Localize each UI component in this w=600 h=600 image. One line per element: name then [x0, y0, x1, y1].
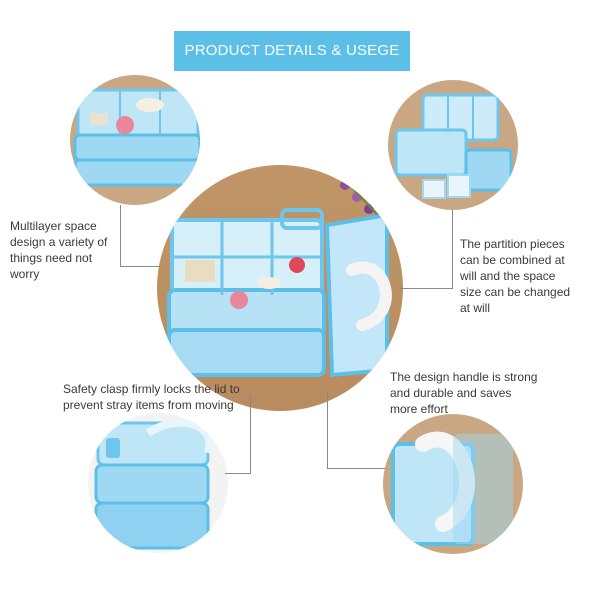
caption-line: at will [460, 301, 491, 315]
caption-line: size can be changed [460, 285, 571, 299]
connector-line-bottom-left-h [225, 473, 251, 474]
caption-line: can be combined at [460, 253, 565, 267]
caption-line: and durable and saves [390, 386, 512, 400]
circle-photo-bottom-left [88, 413, 228, 553]
circle-photo-bottom-right [383, 414, 523, 554]
banner-title: PRODUCT DETAILS & USEGE [184, 42, 400, 59]
caption-multilayer: Multilayer space design a variety of thi… [10, 218, 107, 282]
caption-line: Safety clasp firmly locks the lid to [63, 382, 240, 396]
connector-line-left [120, 205, 121, 267]
caption-line: The design handle is strong [390, 370, 538, 384]
caption-line: worry [10, 267, 40, 281]
caption-line: prevent stray items from moving [63, 398, 234, 412]
caption-line: things need not [10, 251, 93, 265]
caption-line: will and the space [460, 269, 556, 283]
caption-line: The partition pieces [460, 237, 565, 251]
caption-line: Multilayer space [10, 219, 97, 233]
connector-line-right-h [400, 288, 453, 289]
connector-line-bottom-right-h [327, 468, 385, 469]
caption-line: more effort [390, 402, 448, 416]
circle-photo-top-right [388, 80, 518, 210]
caption-line: design a variety of [10, 235, 108, 249]
connector-line-left-h [120, 266, 160, 267]
main-product-photo [157, 165, 403, 411]
connector-line-bottom-left [250, 394, 251, 474]
connector-line-right [452, 210, 453, 288]
circle-photo-top-left [70, 75, 200, 205]
details-banner: PRODUCT DETAILS & USEGE [174, 31, 410, 71]
caption-partition: The partition pieces can be combined at … [460, 236, 570, 316]
caption-handle: The design handle is strong and durable … [390, 369, 537, 417]
caption-clasp: Safety clasp firmly locks the lid to pre… [63, 381, 240, 413]
connector-line-bottom-right [327, 392, 328, 469]
